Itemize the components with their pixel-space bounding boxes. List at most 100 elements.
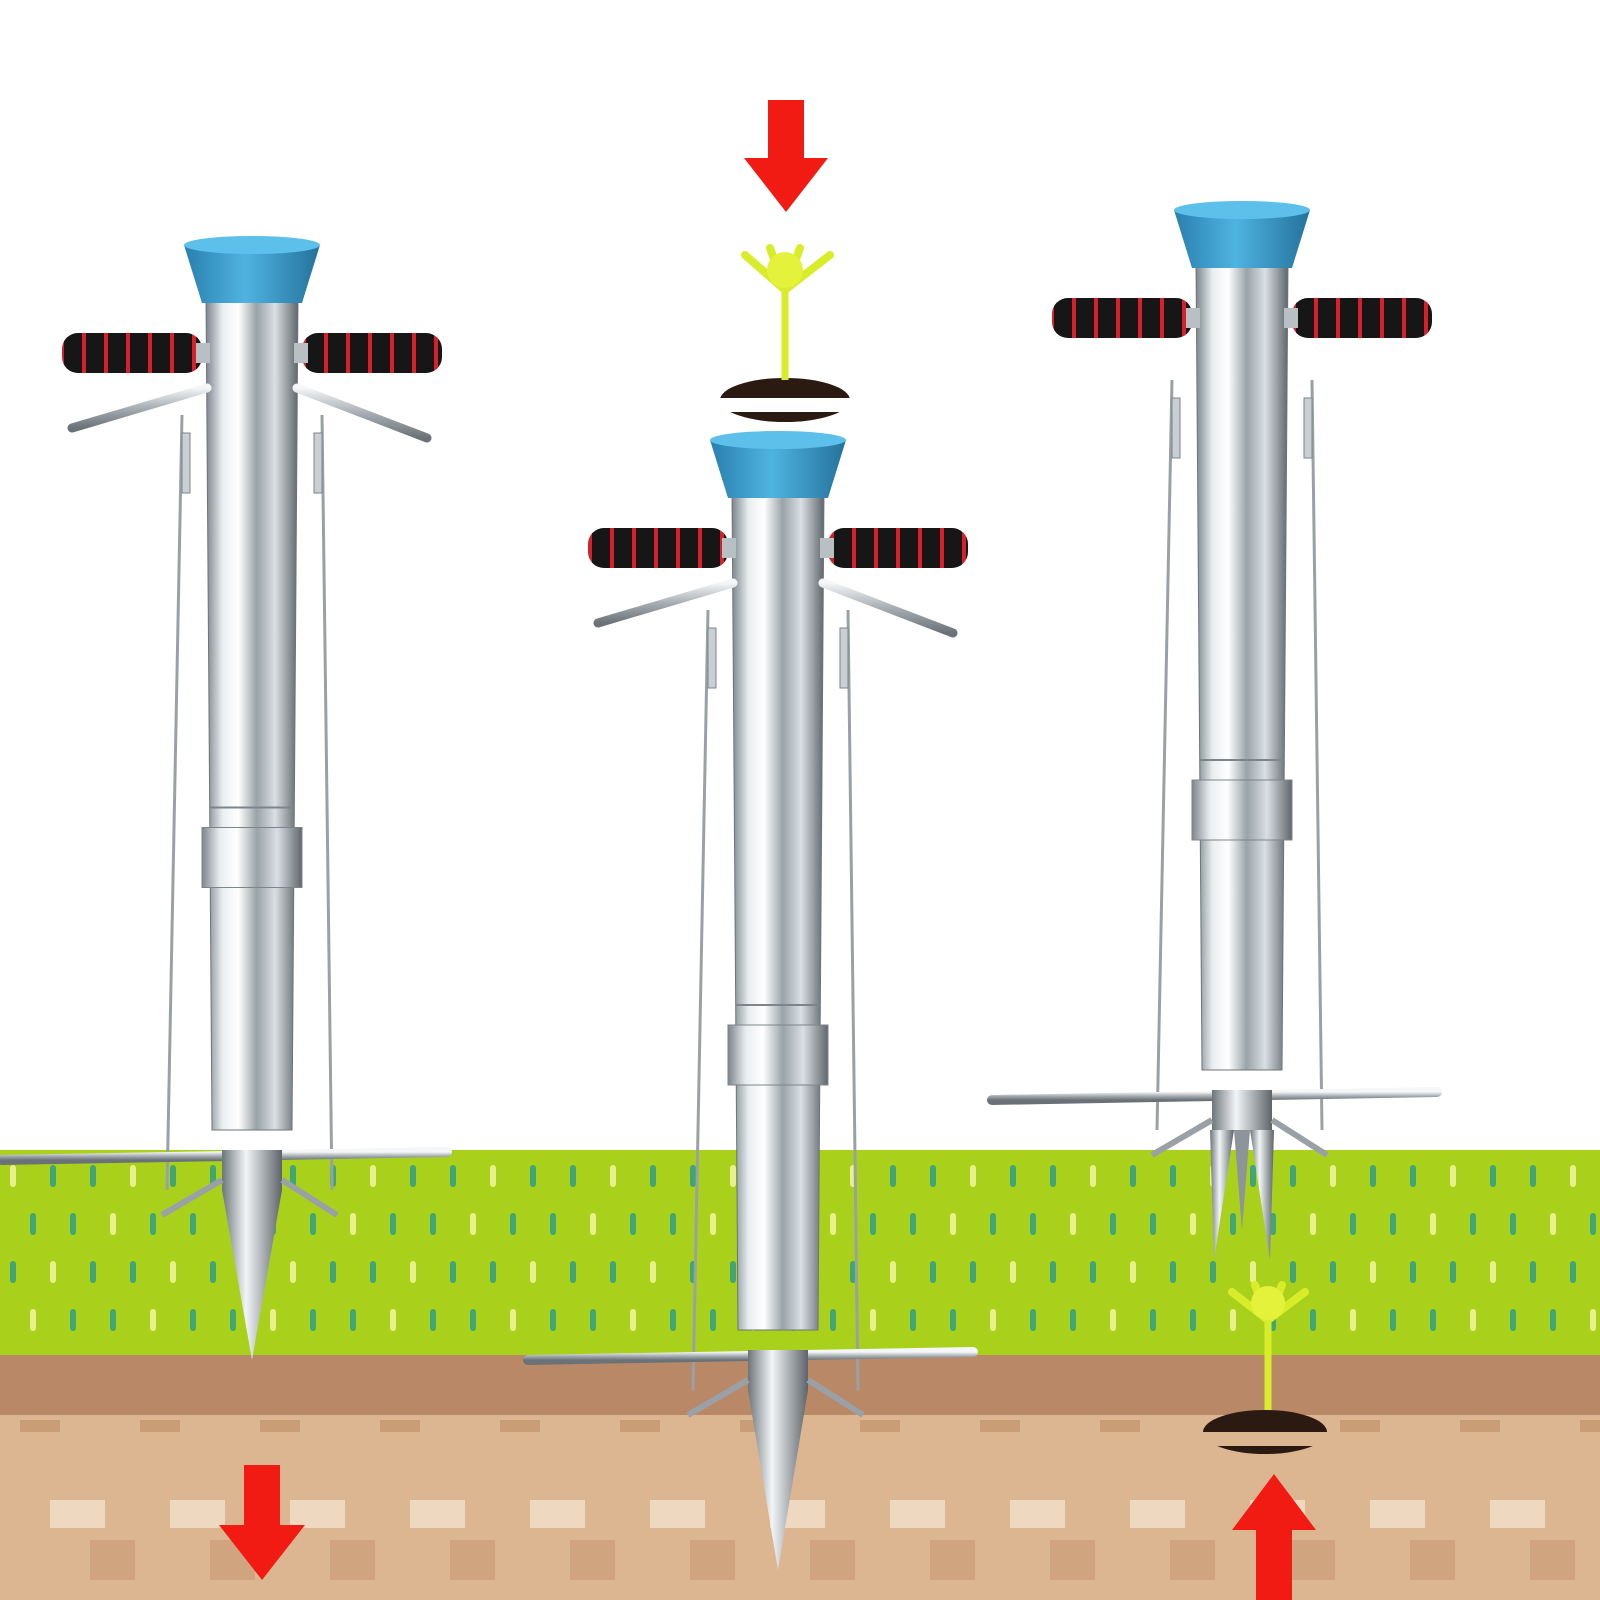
grass-dash: [710, 1213, 716, 1235]
grass-dash: [1170, 1165, 1176, 1187]
tool-handle-left: [588, 528, 728, 568]
tool-base-arms: [686, 1377, 865, 1418]
grass-dash: [510, 1213, 516, 1235]
soil-block: [1130, 1500, 1185, 1528]
grass-dash: [950, 1309, 956, 1331]
tool-cup: [184, 245, 320, 303]
tool-spring: [707, 627, 717, 689]
grass-dash: [930, 1261, 936, 1283]
grass-dash: [570, 1261, 576, 1283]
seedling-planted: [1200, 1281, 1330, 1454]
grass-dash: [70, 1213, 76, 1235]
grass-dash: [590, 1213, 596, 1235]
tool-jaw-right: [1250, 1130, 1274, 1260]
tool-base-arms: [160, 1177, 339, 1218]
tool-handle-joint: [1186, 308, 1200, 328]
grass-dash: [350, 1309, 356, 1331]
grass-dash: [190, 1309, 196, 1331]
grass-dash: [1490, 1261, 1496, 1283]
grass-dash: [110, 1213, 116, 1235]
grass-dash: [1510, 1309, 1516, 1331]
grass-dash: [50, 1261, 56, 1283]
soil-block: [20, 1420, 60, 1432]
grass-dash: [670, 1213, 676, 1235]
planter-middle: [523, 431, 978, 1570]
tool-handle-joint: [294, 343, 308, 363]
grass-dash: [470, 1213, 476, 1235]
grass-dash: [90, 1165, 96, 1187]
tool-sleeve: [1191, 779, 1293, 841]
grass-dash: [150, 1213, 156, 1235]
grass-dash: [1030, 1309, 1036, 1331]
grass-dash: [50, 1165, 56, 1187]
arrow-bottom-right-up-icon: [1232, 1474, 1316, 1600]
grass-dash: [1570, 1261, 1576, 1283]
soil-block: [1530, 1540, 1575, 1580]
grass-dash: [970, 1261, 976, 1283]
grass-dash: [830, 1213, 836, 1235]
tool-cup: [1174, 210, 1310, 268]
grass-dash: [1010, 1261, 1016, 1283]
grass-dash: [1390, 1213, 1396, 1235]
grass-dash: [290, 1165, 296, 1187]
grass-dash: [1550, 1309, 1556, 1331]
grass-dash: [390, 1213, 396, 1235]
grass-dash: [590, 1309, 596, 1331]
grass-dash: [1290, 1165, 1296, 1187]
grass-dash: [1430, 1309, 1436, 1331]
grass-dash: [650, 1261, 656, 1283]
tool-handle-joint: [196, 343, 210, 363]
grass-dash: [90, 1261, 96, 1283]
grass-dash: [1430, 1213, 1436, 1235]
grass-dash: [730, 1165, 736, 1187]
grass-dash: [850, 1261, 856, 1283]
tool-handle-right: [302, 333, 442, 373]
grass-dash: [1030, 1213, 1036, 1235]
arrow-bottom-left-down-icon: [219, 1465, 305, 1580]
tool-jaw-left: [1210, 1130, 1234, 1260]
grass-dash: [330, 1261, 336, 1283]
grass-dash: [370, 1261, 376, 1283]
grass-dash: [890, 1165, 896, 1187]
grass-dash: [1370, 1261, 1376, 1283]
soil-block: [570, 1540, 615, 1580]
grass-dash: [1110, 1309, 1116, 1331]
grass-dash: [950, 1213, 956, 1235]
grass-dash: [1130, 1165, 1136, 1187]
soil-block: [170, 1500, 225, 1528]
grass-dash: [1190, 1309, 1196, 1331]
grass-dash: [1490, 1165, 1496, 1187]
grass-dash: [470, 1309, 476, 1331]
grass-dash: [1170, 1261, 1176, 1283]
grass-dash: [990, 1309, 996, 1331]
soil-block: [50, 1500, 105, 1528]
grass-dash: [1230, 1309, 1236, 1331]
tool-cone-tip: [222, 1190, 282, 1360]
grass-dash: [1530, 1261, 1536, 1283]
tool-base-arms: [1150, 1117, 1329, 1158]
soil-block: [1100, 1420, 1140, 1432]
grass-dash: [230, 1309, 236, 1331]
grass-dash: [1330, 1261, 1336, 1283]
tool-tube: [1195, 259, 1289, 1071]
grass-dash: [870, 1213, 876, 1235]
grass-dash: [730, 1261, 736, 1283]
soil-block: [500, 1420, 540, 1432]
grass-dash: [710, 1309, 716, 1331]
grass-dash: [990, 1213, 996, 1235]
grass-dash: [1090, 1165, 1096, 1187]
grass-dash: [190, 1213, 196, 1235]
tool-tube: [205, 294, 299, 1131]
tool-spring: [181, 432, 191, 494]
tool-spring: [1171, 397, 1181, 459]
grass-dash: [670, 1309, 676, 1331]
tool-spring: [839, 627, 849, 689]
grass-dash: [410, 1165, 416, 1187]
grass-dash: [430, 1213, 436, 1235]
soil-block: [690, 1540, 735, 1580]
soil-block: [380, 1420, 420, 1432]
grass-dash: [310, 1213, 316, 1235]
grass-dash: [1050, 1261, 1056, 1283]
tool-spring: [1303, 397, 1313, 459]
soil-block: [860, 1420, 900, 1432]
